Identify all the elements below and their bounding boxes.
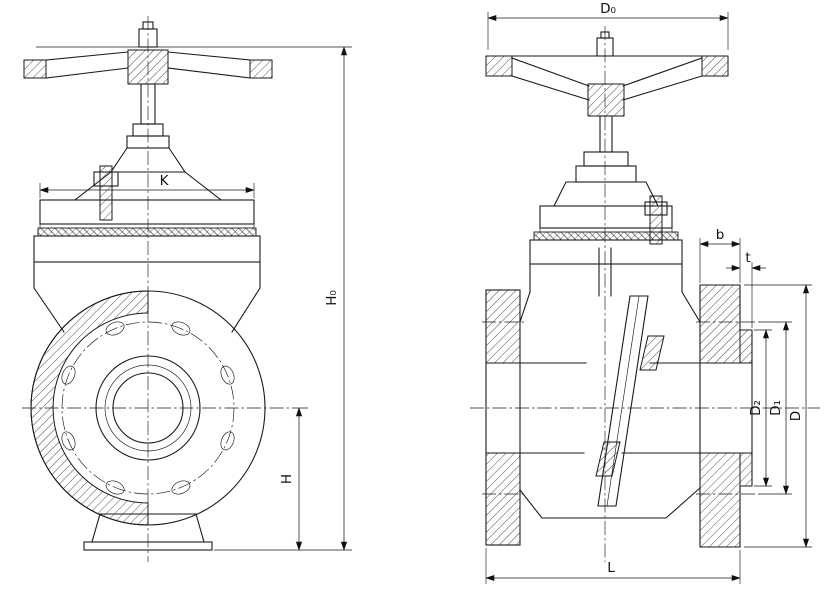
handwheel-rim-section xyxy=(249,59,273,79)
handwheel-spokes xyxy=(45,51,251,79)
bolt-hole xyxy=(61,431,76,451)
handwheel-spokes xyxy=(511,57,703,101)
right-flange-section xyxy=(699,452,741,548)
bonnet-flange xyxy=(39,199,255,225)
flange-bolt-nut xyxy=(644,201,668,216)
bolt-hole xyxy=(220,431,235,451)
left-flange-outline xyxy=(485,289,521,546)
dimension-H0: H₀ xyxy=(36,46,352,551)
side-body xyxy=(482,247,756,548)
seat-ring-section xyxy=(639,335,665,371)
side-bonnet-assembly xyxy=(529,115,683,265)
flange-ring-section xyxy=(30,290,149,526)
raised-face-section xyxy=(739,329,753,364)
body-outline xyxy=(519,263,701,519)
bolt-hole xyxy=(220,365,235,385)
stem-lower xyxy=(598,247,612,297)
dim-label-H: H xyxy=(279,474,295,484)
dimension-D0: D₀ xyxy=(487,1,729,50)
side-view-dimensions: D₀ b t D₂ D₁ D xyxy=(485,1,812,584)
valve-stem xyxy=(599,115,613,153)
bonnet-flange xyxy=(539,205,673,229)
front-view xyxy=(22,16,294,562)
dim-label-D0: D₀ xyxy=(600,1,616,17)
flange-joint-lines xyxy=(539,228,673,232)
bolt-hole xyxy=(61,365,76,385)
dimension-extension-lines xyxy=(744,284,812,548)
dim-label-K: K xyxy=(160,173,170,189)
gland xyxy=(583,151,629,167)
right-flange-outline xyxy=(699,284,753,548)
handwheel-hub xyxy=(587,83,625,117)
dim-label-D1: D₁ xyxy=(768,400,784,416)
bonnet-body xyxy=(553,181,659,207)
dimension-b: b xyxy=(699,227,741,283)
right-flange-section xyxy=(699,284,741,364)
left-flange-bolt-centerlines xyxy=(482,321,524,495)
body-top-flange xyxy=(33,235,261,263)
gate-wedge xyxy=(597,295,649,507)
raised-face-section xyxy=(739,452,753,487)
dimension-D: D xyxy=(744,284,812,548)
body-top-flange xyxy=(529,239,683,265)
side-handwheel xyxy=(485,31,729,117)
dimension-t: t xyxy=(726,250,766,328)
dimension-D1: D₁ xyxy=(758,321,792,495)
front-bonnet-assembly xyxy=(33,83,261,263)
dimension-extension-lines xyxy=(699,238,741,283)
dim-label-H0: H₀ xyxy=(324,290,340,306)
dim-label-t: t xyxy=(745,250,750,266)
handwheel-rim-section xyxy=(701,55,729,77)
dimension-K: K xyxy=(39,173,255,198)
front-view-dimensions: K H H₀ xyxy=(36,46,352,551)
body-bore-lines xyxy=(519,362,701,454)
bolt-hole xyxy=(105,480,125,495)
side-view xyxy=(470,26,820,562)
dim-label-D: D xyxy=(788,411,804,421)
flange-joint-lines xyxy=(39,224,255,228)
dimension-H: H xyxy=(214,407,352,551)
bolt-hole xyxy=(171,321,191,336)
dimension-L: L xyxy=(485,548,741,584)
flange-bore-lines xyxy=(485,362,753,454)
dim-label-D2: D₂ xyxy=(748,400,764,416)
dimension-D2: D₂ xyxy=(748,329,772,487)
bolt-hole xyxy=(105,321,125,336)
left-flange-section xyxy=(485,452,521,546)
dimension-extension-lines xyxy=(39,183,255,198)
right-flange-bolt-centerlines xyxy=(696,321,756,495)
body-neck-outline xyxy=(33,261,261,333)
flange-bolt xyxy=(99,165,113,221)
seat-ring-section xyxy=(595,441,621,477)
gasket xyxy=(533,231,679,241)
flange-bolt-nut xyxy=(93,171,119,187)
bolt-hole xyxy=(171,480,191,495)
handwheel-rim-section xyxy=(485,55,513,77)
gasket xyxy=(37,227,257,237)
stuffing-box xyxy=(575,165,637,183)
left-flange-section xyxy=(485,289,521,364)
handwheel-rim-section xyxy=(23,59,47,79)
dim-label-L: L xyxy=(607,560,615,576)
dim-label-b: b xyxy=(716,227,725,243)
